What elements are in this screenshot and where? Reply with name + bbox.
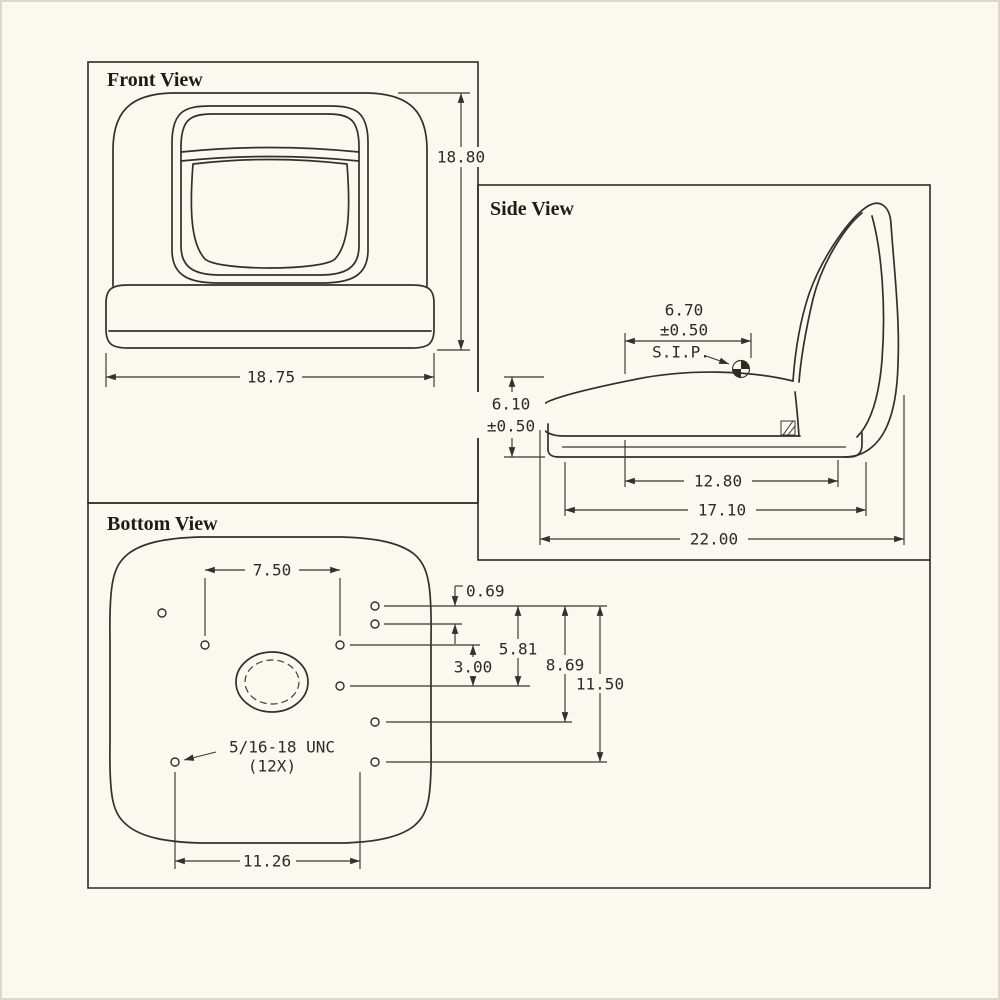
depth-inner-label: 12.80 — [694, 472, 742, 491]
dim-chain-a: 3.00 — [350, 644, 530, 687]
mounting-holes — [157, 601, 380, 767]
dim-hole-span: 7.50 — [204, 560, 341, 636]
mounting-hole — [370, 717, 380, 727]
mounting-hole — [370, 619, 380, 629]
bottom-view-panel: Bottom View 7.50 — [87, 502, 931, 889]
dim-label-bg — [240, 851, 296, 871]
dim-depth-inner: 12.80 — [624, 440, 839, 491]
dim-label-bg — [448, 657, 498, 676]
sip-quadrant — [732, 369, 741, 378]
dim-front-width: 18.75 — [105, 353, 435, 387]
dim-label-bg — [680, 529, 748, 549]
dim-label-bg — [688, 500, 756, 520]
bottom-view-title: Bottom View — [107, 513, 218, 535]
side-base-outline — [547, 423, 863, 458]
thread-spec-label: 5/16-18 UNC — [229, 738, 335, 757]
side-backrest-contour-rear — [856, 215, 885, 438]
dim-chain-b: 5.81 — [492, 606, 544, 686]
sip-offset-value: 6.70 — [665, 301, 704, 320]
sip-quadrant — [741, 360, 750, 369]
depth-mid-label: 17.10 — [698, 501, 746, 520]
bottom-pan-outline — [109, 536, 432, 844]
side-backrest-rear-edge — [843, 202, 900, 458]
dim-depth-outer: 22.00 — [539, 395, 905, 549]
mounting-hole — [335, 681, 345, 691]
dim-chain-c: 8.69 — [386, 606, 591, 723]
lever-hatch — [782, 420, 796, 436]
dim-label-bg — [539, 655, 591, 674]
mounting-hole — [170, 757, 180, 767]
side-cushion-top — [551, 371, 794, 401]
front-backrest-pad-inner-line — [180, 113, 360, 276]
mounting-hole — [157, 608, 167, 618]
mounting-hole — [370, 757, 380, 767]
front-backrest-pad-outline — [171, 105, 369, 284]
seat-height-value: 6.10 — [492, 395, 531, 414]
side-backrest-contour-front — [798, 212, 863, 383]
base-span-label: 11.26 — [243, 852, 291, 871]
dim-sip-offset: 6.70 ±0.50 — [624, 301, 752, 374]
dim-chain-d: 11.50 — [386, 606, 630, 763]
drain-opening-inner — [244, 659, 300, 705]
front-backrest-bowl — [190, 158, 350, 269]
sip-label: S.I.P. — [652, 343, 710, 362]
dim-depth-mid: 17.10 — [564, 462, 867, 520]
thread-qty-label: (12X) — [248, 757, 296, 776]
pair-offset-label: 0.69 — [466, 582, 505, 601]
dim-label-bg — [245, 560, 299, 580]
seat-height-tolerance: ±0.50 — [487, 417, 535, 436]
front-height-label: 18.80 — [437, 148, 485, 167]
sip-symbol — [731, 359, 751, 379]
dim-label-bg — [684, 471, 752, 491]
front-cushion-outline — [105, 284, 435, 349]
front-headrest-seam-lower — [180, 155, 360, 162]
chain-b-label: 5.81 — [499, 640, 538, 659]
side-backrest-front-edge — [792, 205, 869, 382]
drain-opening-outer — [235, 651, 309, 713]
dim-label-bg — [570, 674, 630, 693]
front-seat-back-outline — [112, 92, 428, 287]
dim-base-span: 11.26 — [174, 772, 361, 871]
mounting-hole — [370, 601, 380, 611]
dim-seat-height: 6.10 ±0.50 — [477, 376, 545, 458]
thread-leader-arrow — [183, 751, 217, 761]
lever-body — [780, 420, 796, 436]
dim-pair-offset: 0.69 — [384, 582, 607, 644]
side-hinge-line — [794, 391, 800, 437]
dim-label-bg — [477, 392, 545, 438]
mounting-hole — [200, 640, 210, 650]
dim-label-bg — [240, 367, 302, 387]
mounting-hole — [335, 640, 345, 650]
dim-front-height: 18.80 — [398, 92, 493, 351]
sip-leader-arrow — [705, 355, 730, 365]
front-view-panel: Front View 18.80 18.75 — [87, 61, 493, 504]
side-view-title: Side View — [490, 198, 574, 220]
chain-c-label: 8.69 — [546, 656, 585, 675]
bottom-view-border — [87, 502, 931, 889]
sip-offset-tolerance: ±0.50 — [660, 321, 708, 340]
side-adjust-lever — [780, 420, 796, 436]
depth-outer-label: 22.00 — [690, 530, 738, 549]
thread-callout: 5/16-18 UNC (12X) — [183, 738, 335, 776]
front-width-label: 18.75 — [247, 368, 295, 387]
front-headrest-seam-upper — [180, 146, 360, 153]
side-view-panel: Side View S.I.P. 6.70 ±0.50 — [477, 184, 931, 561]
dim-label-bg — [429, 147, 493, 167]
dim-label-bg — [492, 639, 544, 658]
chain-d-label: 11.50 — [576, 675, 624, 694]
front-view-title: Front View — [107, 69, 203, 91]
side-view-border — [477, 184, 931, 561]
chain-a-label: 3.00 — [454, 658, 493, 677]
hole-span-label: 7.50 — [253, 561, 292, 580]
